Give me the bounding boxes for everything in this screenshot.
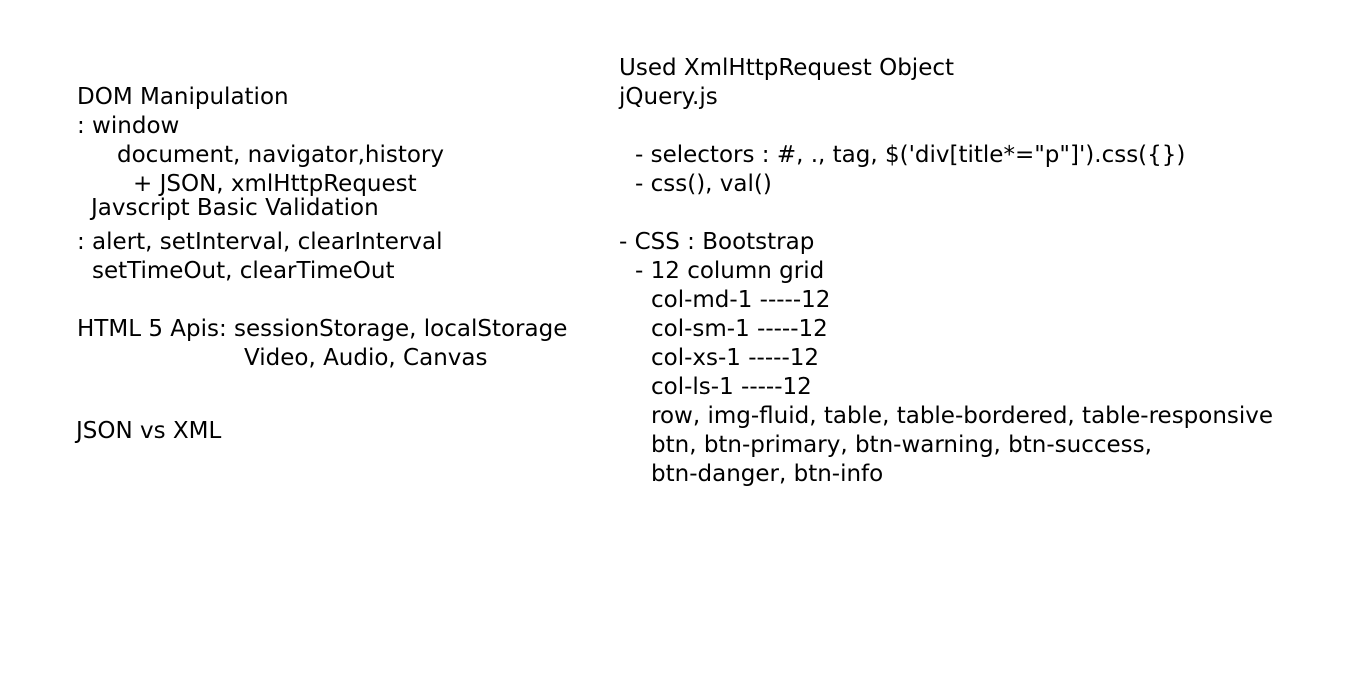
note-col-xs: col-xs-1 -----12 (651, 345, 820, 371)
note-css-bootstrap: - CSS : Bootstrap (619, 229, 815, 255)
note-video-audio-canvas: Video, Audio, Canvas (244, 345, 488, 371)
note-selectors: - selectors : #, ., tag, $('div[title*="… (635, 142, 1186, 168)
note-col-ls: col-ls-1 -----12 (651, 374, 812, 400)
note-timeout: setTimeOut, clearTimeOut (92, 258, 395, 284)
note-css-val: - css(), val() (635, 171, 772, 197)
note-jquery: jQuery.js (619, 84, 718, 110)
note-col-sm: col-sm-1 -----12 (651, 316, 828, 342)
note-btn-danger-info: btn-danger, btn-info (651, 461, 884, 487)
note-dom-manipulation: DOM Manipulation (77, 84, 289, 110)
note-col-md: col-md-1 -----12 (651, 287, 831, 313)
note-alert-interval: : alert, setInterval, clearInterval (77, 229, 443, 255)
note-column-grid: - 12 column grid (635, 258, 825, 284)
note-json-xmlhttprequest: + JSON, xmlHttpRequest (133, 171, 417, 197)
note-document-navigator: document, navigator,history (117, 142, 444, 168)
note-html5-apis: HTML 5 Apis: sessionStorage, localStorag… (77, 316, 568, 342)
note-window: : window (77, 113, 180, 139)
note-table-classes: row, img-fluid, table, table-bordered, t… (651, 403, 1274, 429)
note-btn-classes: btn, btn-primary, btn-warning, btn-succe… (651, 432, 1152, 458)
note-js-validation: Javscript Basic Validation (91, 195, 379, 221)
note-json-vs-xml: JSON vs XML (76, 418, 222, 444)
note-xmlhttprequest-object: Used XmlHttpRequest Object (619, 55, 955, 81)
